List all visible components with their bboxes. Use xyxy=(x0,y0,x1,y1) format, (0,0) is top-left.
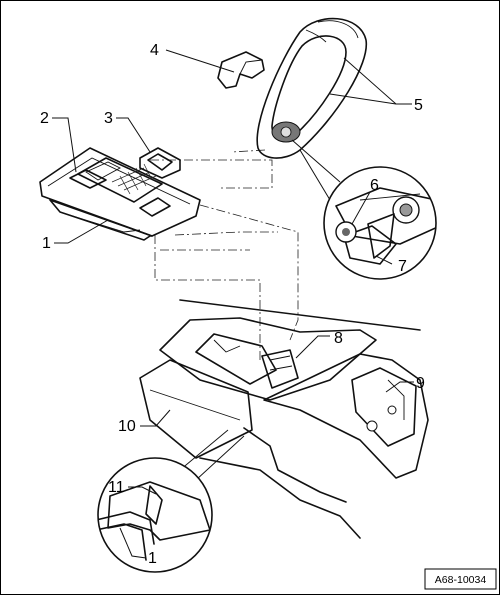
callout-1-detail: 1 xyxy=(148,550,157,567)
callout-7: 7 xyxy=(398,258,407,275)
callout-8: 8 xyxy=(334,330,343,347)
part-console-cover xyxy=(39,147,201,241)
leader-lines xyxy=(52,49,414,559)
callout-6: 6 xyxy=(370,177,379,194)
callout-1: 1 xyxy=(42,235,51,252)
figure-id-box: A68-10034 xyxy=(424,568,497,590)
part-small-frame xyxy=(139,147,181,179)
callout-9: 9 xyxy=(416,375,425,392)
console-latch xyxy=(261,349,299,389)
callout-labels: 4 2 3 5 6 1 7 8 9 10 11 1 xyxy=(40,42,425,567)
center-console xyxy=(139,299,429,539)
part-armrest-lid xyxy=(256,17,368,159)
callout-4: 4 xyxy=(150,42,159,59)
callout-2: 2 xyxy=(40,110,49,127)
callout-10: 10 xyxy=(118,418,136,435)
keypad-grid xyxy=(111,163,157,195)
callout-5: 5 xyxy=(414,97,423,114)
assembly-lines xyxy=(150,149,299,360)
detail-hinge xyxy=(291,139,437,280)
figure-id: A68-10034 xyxy=(435,574,487,586)
callout-11: 11 xyxy=(108,479,125,496)
callout-3: 3 xyxy=(104,110,113,127)
part-cap xyxy=(217,51,265,89)
